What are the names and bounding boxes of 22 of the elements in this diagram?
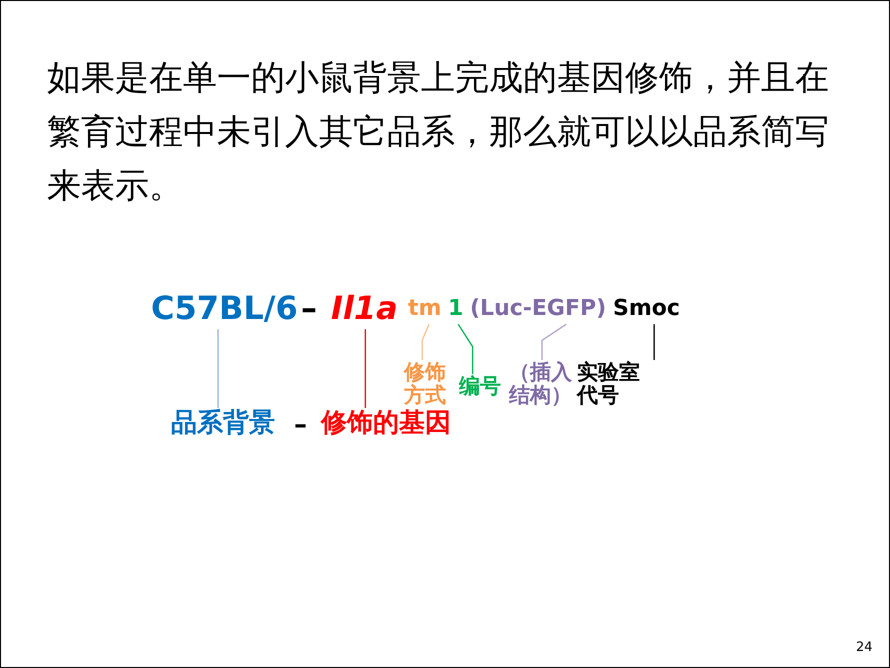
leader-line bbox=[217, 329, 219, 408]
modification-method-label: 修饰方式 bbox=[404, 361, 448, 408]
dash-separator: – bbox=[301, 291, 317, 326]
dash-separator: – bbox=[294, 411, 307, 440]
leader-line bbox=[654, 324, 655, 360]
number-label: 编号 bbox=[459, 375, 501, 398]
modification-code: tm bbox=[408, 297, 442, 322]
lab-code-label: 实验室代号 bbox=[577, 361, 642, 408]
leader-line bbox=[422, 324, 430, 360]
lab-code: Smoc bbox=[613, 297, 680, 322]
leader-line bbox=[541, 324, 567, 360]
strain-background-label: 品系背景 bbox=[171, 409, 275, 438]
strain-code: C57BL/6 bbox=[151, 291, 298, 326]
modified-gene-label: 修饰的基因 bbox=[321, 409, 451, 438]
leader-line bbox=[364, 329, 366, 408]
gene-symbol: Il1a bbox=[331, 291, 398, 326]
page-number: 24 bbox=[856, 641, 873, 656]
heading-paragraph: 如果是在单一的小鼠背景上完成的基因修饰，并且在繁育过程中未引入其它品系，那么就可以以品系简写来表示。 bbox=[47, 57, 830, 208]
insert-code: (Luc-EGFP) bbox=[470, 297, 606, 322]
serial-number: 1 bbox=[448, 297, 464, 322]
insert-structure-label: （插入结构） bbox=[509, 361, 574, 408]
leader-line bbox=[458, 324, 474, 374]
